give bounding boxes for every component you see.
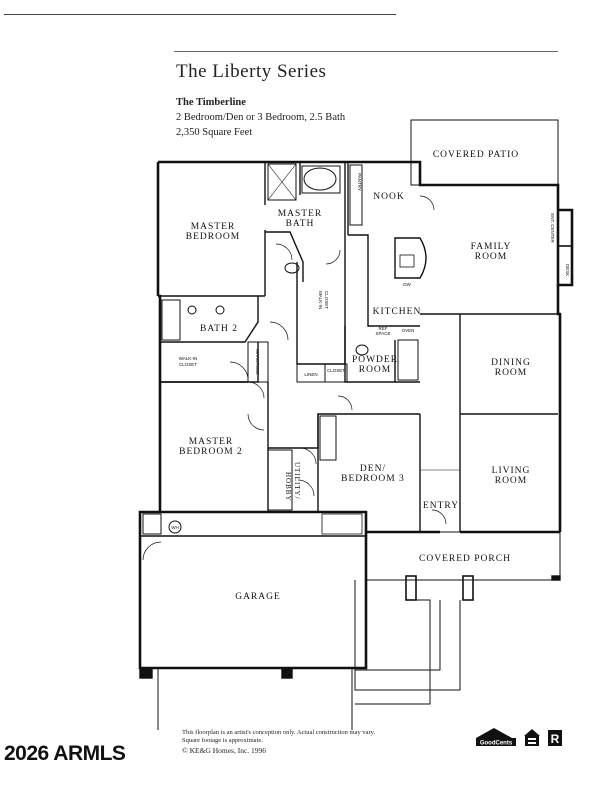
plan-rooms: 2 Bedroom/Den or 3 Bedroom, 2.5 Bath [176, 112, 346, 123]
door-swings [142, 195, 447, 561]
closet-label: CLOSET [327, 368, 345, 373]
walk-in-closet-bath2-2: CLOSET [179, 362, 197, 367]
disclaimer-line-1: This floorplan is an artist's conception… [182, 729, 376, 736]
covered-porch-label: COVERED PORCH [419, 554, 511, 564]
top-rule [4, 14, 396, 15]
walk-in-closet-bath2-1: WALK-IN [179, 356, 198, 361]
utility-label-group: UTILITY/ HOBBY [284, 462, 301, 502]
dining-room-label-2: ROOM [495, 368, 528, 378]
dining-room-label-1: DINING [491, 358, 531, 368]
master-bedroom2-label-1: MASTER [189, 437, 234, 447]
wardrobe-label: WARDROBE [255, 349, 260, 375]
interior-walls [139, 119, 573, 730]
entertainment-label: ENT. CENTER [550, 213, 555, 243]
logos: GoodCents R [476, 728, 562, 747]
walk-in-closet-master-1: WALK-IN [318, 291, 323, 310]
copyright: © KE&G Homes, Inc. 1996 [182, 746, 267, 755]
den-label-1: DEN/ [360, 464, 386, 474]
ref-space-label-2: SPACE [376, 331, 391, 336]
header-rule [174, 51, 558, 52]
master-bedroom-label-1: MASTER [191, 222, 236, 232]
plan-info: The Timberline 2 Bedroom/Den or 3 Bedroo… [176, 95, 345, 140]
linen-label: LINEN [304, 372, 317, 377]
series-title: The Liberty Series [176, 61, 326, 83]
powder-room-label-1: POWDER [352, 355, 398, 365]
watermark: 2026 ARMLS [4, 742, 126, 765]
powder-room-label-2: ROOM [359, 365, 392, 375]
goodcents-logo: GoodCents [476, 728, 516, 747]
dw-label: DW [403, 282, 411, 287]
utility-label-2: HOBBY [284, 472, 292, 502]
oven-label: OVEN [402, 328, 415, 333]
family-room-label-1: FAMILY [471, 242, 512, 252]
master-bedroom2-label-2: BEDROOM 2 [179, 447, 243, 457]
covered-patio-label: COVERED PATIO [433, 150, 519, 160]
desk-label: DESK [565, 264, 570, 276]
realtor-icon: R [548, 730, 562, 746]
svg-text:R: R [551, 732, 560, 746]
room-labels: COVERED PATIO MASTER BEDROOM MASTER BATH… [179, 150, 531, 602]
walk-in-closet-master-2: CLOSET [324, 291, 329, 309]
series-name: Liberty Series [212, 61, 327, 82]
bath2-label: BATH 2 [200, 324, 238, 334]
entry-label: ENTRY [423, 501, 459, 511]
plan-size: 2,350 Square Feet [176, 127, 253, 138]
pantry-label: PANTRY [357, 173, 362, 191]
small-labels: WALK-IN CLOSET WALK-IN CLOSET PANTRY LIN… [171, 173, 570, 530]
family-room-label-2: ROOM [475, 252, 508, 262]
wh-label: WH [171, 525, 179, 530]
utility-label-1: UTILITY/ [293, 462, 301, 500]
master-bath-label-1: MASTER [278, 209, 323, 219]
plan-name: The Timberline [176, 97, 246, 108]
ref-space-label-1: REF [379, 326, 388, 331]
garage-label: GARAGE [235, 592, 281, 602]
goodcents-text: GoodCents [480, 741, 513, 747]
kitchen-label: KITCHEN [373, 307, 422, 317]
master-bath-label-2: BATH [286, 219, 315, 229]
series-prefix: The [176, 61, 208, 82]
equal-housing-icon [524, 729, 540, 746]
living-room-label-2: ROOM [495, 476, 528, 486]
master-bedroom-label-2: BEDROOM [186, 232, 241, 242]
disclaimer-line-2: Square footage is approximate. [182, 737, 263, 744]
disclaimer: This floorplan is an artist's conception… [182, 729, 402, 745]
den-label-2: BEDROOM 3 [341, 474, 405, 484]
living-room-label-1: LIVING [492, 466, 531, 476]
nook-label: NOOK [373, 192, 404, 202]
